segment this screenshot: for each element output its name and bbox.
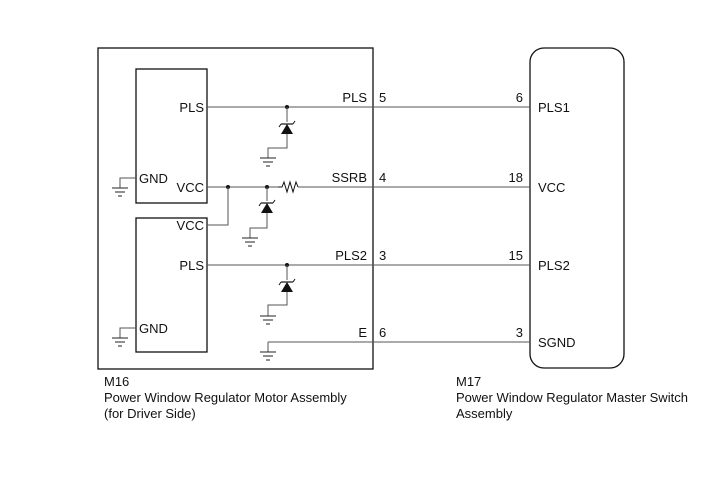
lower-ic-pin-vcc: VCC [177, 218, 204, 233]
upper-hall-ic [135, 68, 208, 204]
wire-vcc-lower [207, 187, 229, 226]
m17-pin: 3 [516, 325, 523, 340]
m16-pin: 5 [379, 90, 386, 105]
m16-signal: E [358, 325, 367, 340]
m16-pin: 4 [379, 170, 386, 185]
m17-name-line1: Power Window Regulator Master Switch [456, 390, 688, 405]
m16-signal: PLS2 [335, 248, 367, 263]
m16-signal: SSRB [332, 170, 367, 185]
m16-pin: 6 [379, 325, 386, 340]
m17-pin: 18 [509, 170, 523, 185]
ground-icon [111, 337, 129, 347]
m17-connector-box [529, 47, 625, 369]
resistor-icon [278, 180, 299, 194]
m16-connector-box [97, 47, 374, 370]
m17-signal: PLS2 [538, 258, 570, 273]
m17-pin: 15 [509, 248, 523, 263]
lower-ic-pin-pls: PLS [179, 258, 204, 273]
ground-icon [259, 315, 277, 325]
upper-ic-pin-vcc: VCC [177, 180, 204, 195]
ground-icon [259, 351, 277, 361]
m17-name-line2: Assembly [456, 406, 513, 421]
m17-signal: VCC [538, 180, 565, 195]
zener-diode-icon [278, 278, 296, 293]
m16-name-line1: Power Window Regulator Motor Assembly [104, 390, 347, 405]
lower-ic-pin-gnd: GND [139, 321, 168, 336]
zener-diode-icon [258, 199, 276, 214]
m17-pin: 6 [516, 90, 523, 105]
ground-icon [111, 187, 129, 197]
m17-signal: PLS1 [538, 100, 570, 115]
m16-signal: PLS [342, 90, 367, 105]
lower-hall-ic [135, 217, 208, 353]
m17-code: M17 [456, 374, 482, 389]
m17-caption: M17 Power Window Regulator Master Switch… [456, 374, 688, 422]
ground-icon [259, 157, 277, 167]
m17-signal: SGND [538, 335, 576, 350]
ground-icon [241, 237, 259, 247]
upper-ic-pin-pls: PLS [179, 100, 204, 115]
m16-caption: M16 Power Window Regulator Motor Assembl… [104, 374, 347, 422]
zener-diode-icon [278, 120, 296, 135]
m16-code: M16 [104, 374, 130, 389]
m16-name-line2: (for Driver Side) [104, 406, 196, 421]
m16-pin: 3 [379, 248, 386, 263]
upper-ic-pin-gnd: GND [139, 171, 168, 186]
